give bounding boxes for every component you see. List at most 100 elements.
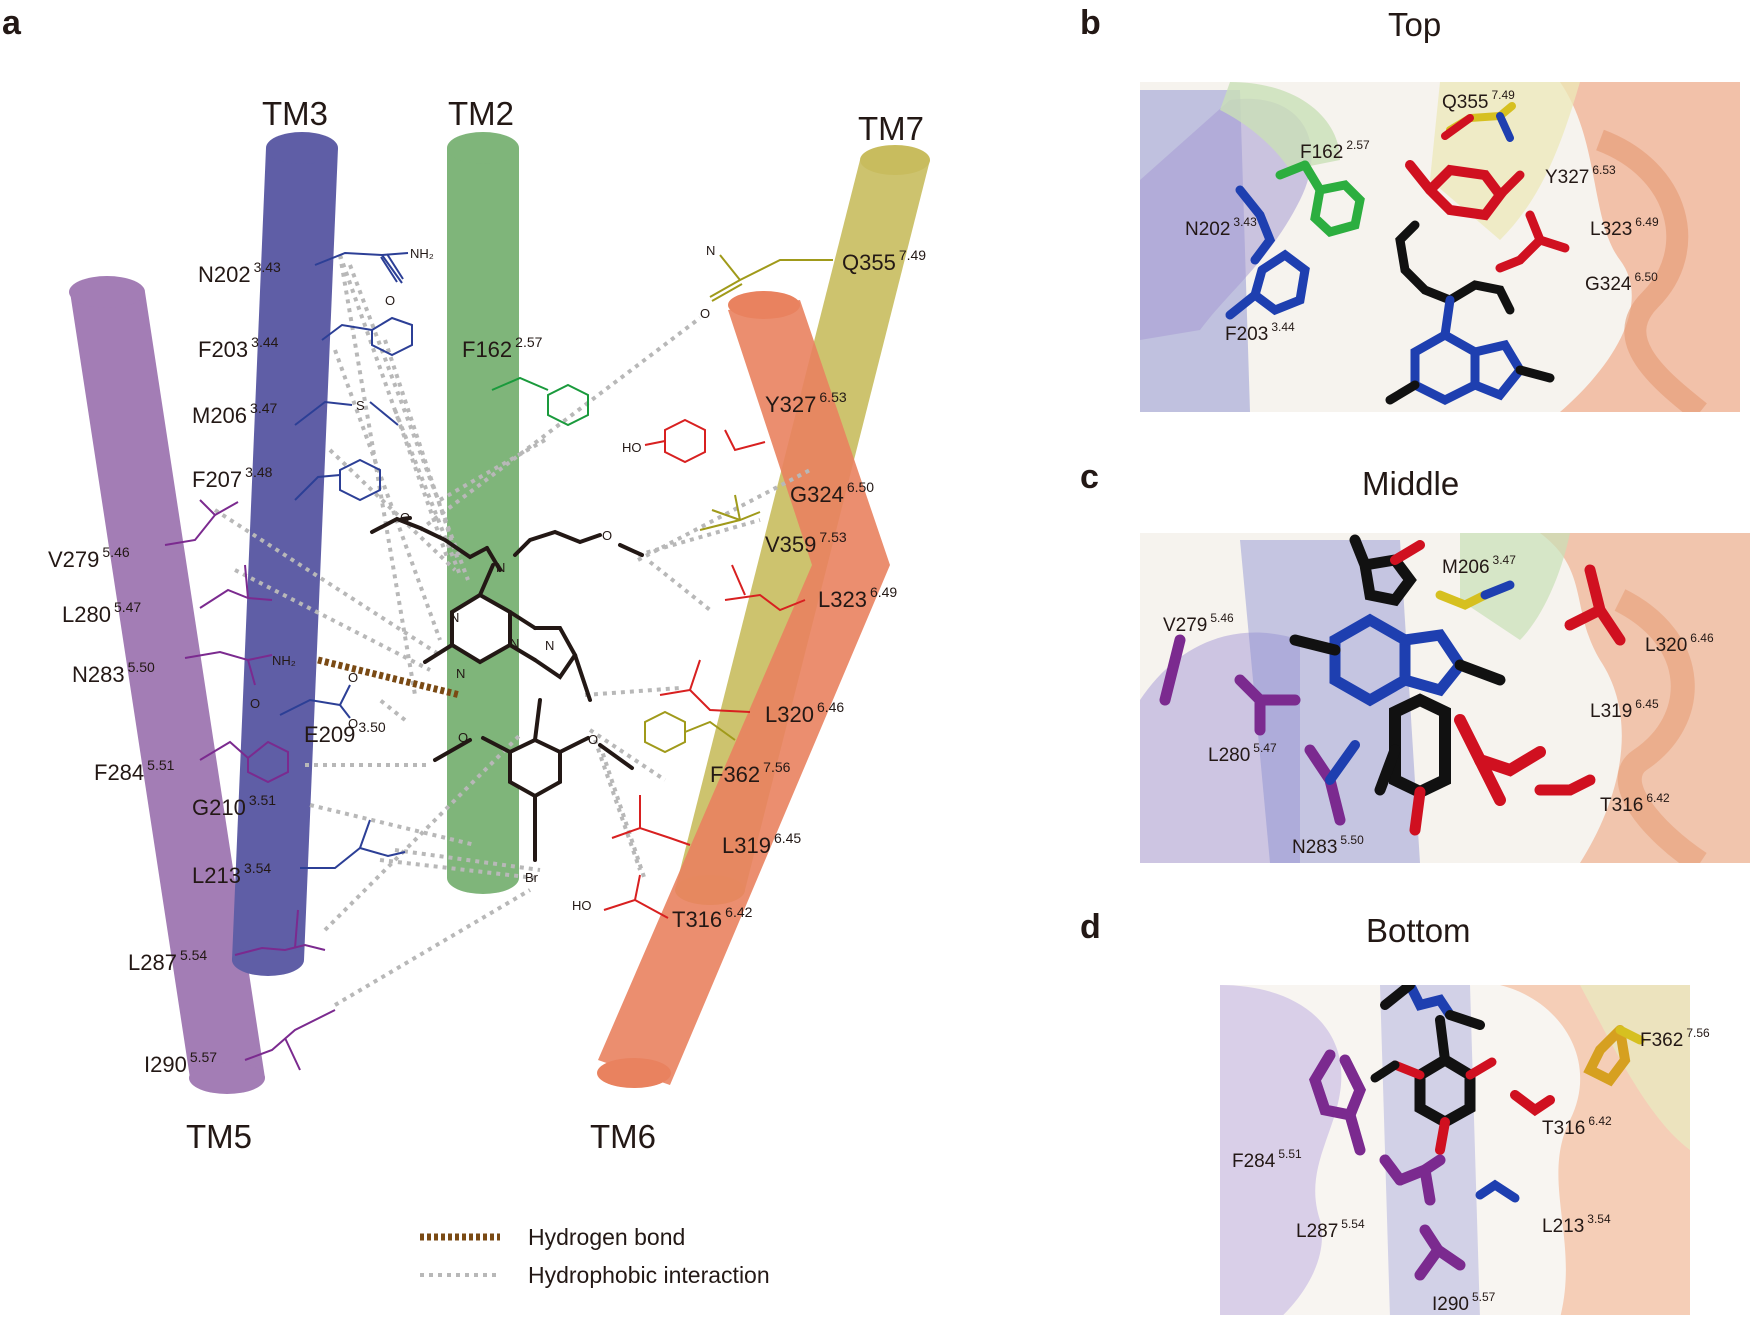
helix-tm6 [597, 291, 890, 1088]
atom-nh2-top: NH₂ [410, 246, 434, 261]
atom-s: S [356, 398, 365, 413]
helix-label-tm2: TM2 [448, 95, 514, 132]
atom-o-ar1: O [458, 730, 468, 745]
panel-b-letter: b [1080, 4, 1101, 42]
residue-m206-sketch [294, 400, 399, 426]
atom-o-right: O [602, 528, 612, 543]
residue-l319-sketch [611, 795, 691, 846]
atom-n-ring4: N [545, 638, 554, 653]
residue-y327-sketch [644, 418, 766, 464]
residue-f207-sketch [294, 458, 381, 502]
atom-n-amine: N [496, 560, 505, 575]
panel-d-letter: d [1080, 908, 1101, 946]
residue-i290-sketch [244, 1009, 336, 1071]
panel-c-letter: c [1080, 458, 1099, 496]
legend-hydrophobic-label: Hydrophobic interaction [528, 1262, 770, 1288]
legend-hydrogen-bond-label: Hydrogen bond [528, 1224, 685, 1250]
legend: Hydrogen bond Hydrophobic interaction [420, 1224, 770, 1288]
atom-ho-t316: HO [572, 898, 592, 913]
residue-l213-sketch [300, 819, 406, 869]
atom-n-q355: N [706, 243, 715, 258]
atom-n-ring3: N [510, 636, 519, 651]
panel-c-title: Middle [1362, 465, 1459, 502]
helix-tm2 [447, 132, 519, 894]
atom-o-n283: O [250, 696, 260, 711]
residue-f162-sketch [491, 376, 589, 427]
panel-d-render [1220, 985, 1690, 1315]
residue-l320-sketch [659, 659, 751, 713]
panel-a-letter: a [2, 4, 22, 42]
atom-nh2-n283: NH₂ [272, 653, 296, 668]
atom-o-left: O [400, 510, 410, 525]
residue-f284-sketch [199, 740, 289, 784]
atom-n-ring2: N [456, 666, 465, 681]
residue-l280-sketch [199, 564, 273, 609]
atom-br: Br [525, 870, 539, 885]
atom-ho-y327: HO [622, 440, 642, 455]
panel-b-title: Top [1388, 6, 1441, 43]
panel-c-render [1140, 533, 1750, 863]
helix-label-tm3: TM3 [262, 95, 328, 132]
atom-o-e209a: O [348, 670, 358, 685]
helix-label-tm5: TM5 [186, 1118, 252, 1155]
residue-f362-sketch [644, 710, 736, 754]
helix-label-tm6: TM6 [590, 1118, 656, 1155]
panel-d-title: Bottom [1366, 912, 1471, 949]
residue-q355-sketch [709, 254, 833, 302]
atom-o-e209b: O [348, 716, 358, 731]
residue-v359-sketch [699, 494, 761, 531]
residue-t316-sketch [603, 874, 669, 919]
panel-b-render [1140, 82, 1740, 412]
atom-o-q355: O [700, 306, 710, 321]
hydrogen-bond-line [317, 656, 461, 699]
atom-n-ring1: N [450, 610, 459, 625]
residue-n283-sketch [184, 650, 273, 686]
residue-l287-sketch [234, 909, 326, 956]
residue-n202-sketch [314, 251, 409, 284]
residue-e209-sketch [279, 684, 351, 719]
atom-o-top: O [385, 293, 395, 308]
helix-tm5 [69, 276, 265, 1094]
